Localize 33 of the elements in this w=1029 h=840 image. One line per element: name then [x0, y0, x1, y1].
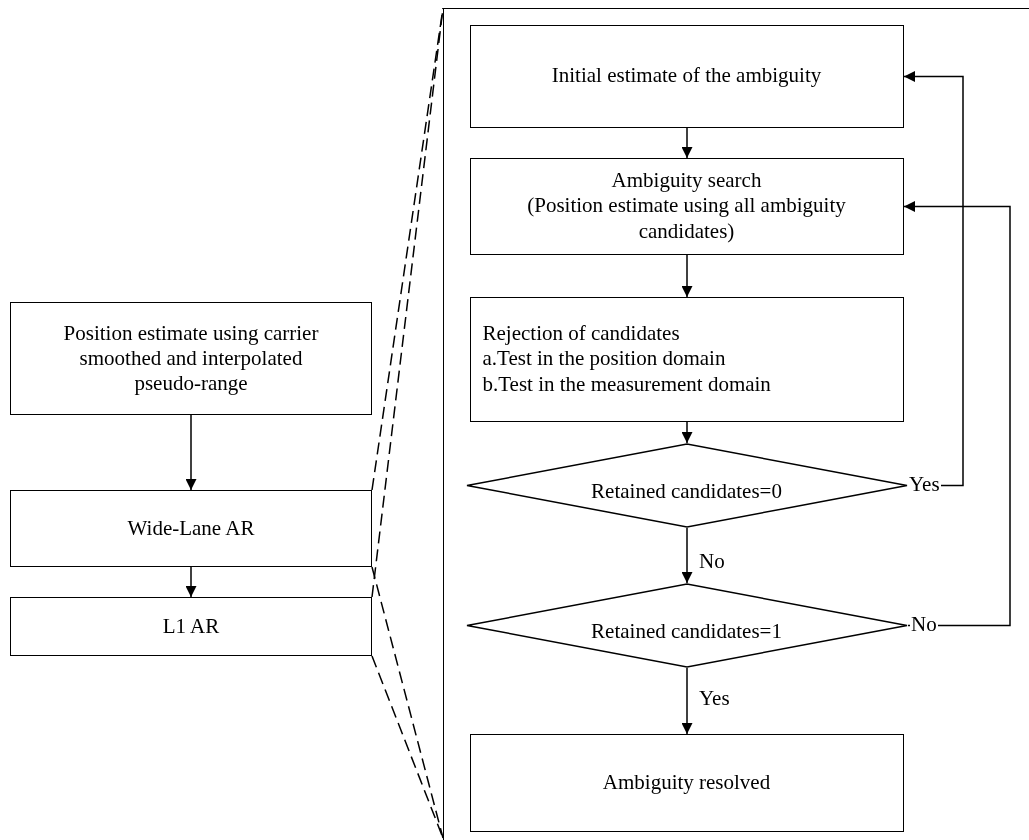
zoom-line: [371, 7, 444, 491]
arrow: [185, 414, 197, 491]
arrow: [185, 566, 197, 598]
zoom-line: [371, 566, 444, 839]
process-box: [10, 597, 372, 656]
arrow: [681, 527, 693, 584]
box-text: Wide-Lane AR: [127, 515, 255, 542]
arrow: [681, 421, 693, 444]
arrow: [903, 201, 1011, 627]
arrow: [681, 667, 693, 735]
process-box: [469, 24, 904, 128]
box-text: Position estimate using carrier smoothed and interpolated pseudo-range: [62, 320, 320, 397]
decision-diamond: [465, 442, 908, 528]
box-text: Retained candidates=0: [591, 479, 782, 505]
box-text: L1 AR: [162, 613, 220, 640]
box-heading: Ambiguity search: [611, 168, 762, 194]
box-text: (Position estimate using all ambiguity candidates): [526, 193, 847, 244]
process-box: [10, 302, 372, 415]
arrow: [681, 254, 693, 298]
box-text: Initial estimate of the ambiguity: [551, 63, 822, 89]
arrow: [903, 71, 964, 487]
process-box: [10, 490, 372, 567]
box-text: Ambiguity resolved: [602, 769, 771, 796]
arrow: [681, 127, 693, 159]
box-text: Retained candidates=1: [591, 619, 782, 645]
zoom-panel: [443, 8, 1029, 840]
decision-diamond: [465, 582, 908, 668]
process-box: [469, 296, 904, 422]
box-text: a.Test in the position domain: [482, 346, 726, 372]
process-box: [469, 157, 904, 255]
process-box: [469, 733, 904, 832]
box-text: Rejection of candidates: [482, 321, 680, 347]
box-text: b.Test in the measurement domain: [482, 371, 771, 397]
